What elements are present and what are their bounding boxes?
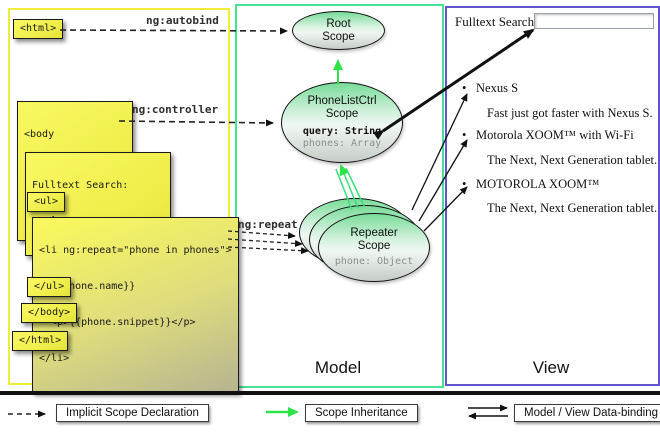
- root-scope-title-line2: Scope: [322, 30, 355, 43]
- view-item-title-nexus: •Nexus S: [462, 81, 519, 95]
- phonelistctrl-prop-phones: phones: Array: [302, 138, 382, 149]
- body-close-tag-box: </body>: [21, 303, 78, 323]
- model-column: [235, 4, 444, 388]
- view-item-desc-nexus: Fast just got faster with Nexus S.: [487, 106, 653, 120]
- view-item-title-xoom-wifi: •Motorola XOOM™ with Wi-Fi: [462, 128, 634, 142]
- view-fulltext-search-label: Fulltext Search:: [455, 14, 538, 29]
- li-code-line3: <p>{{phone.snippet}}</p>: [39, 317, 196, 328]
- repeater-prop-phone: phone: Object: [334, 256, 414, 267]
- view-item-desc-xoom: The Next, Next Generation tablet.: [487, 201, 658, 215]
- li-code-line1: <li ng:repeat="phone in phones">: [39, 245, 232, 256]
- ng-repeat-label: ng:repeat: [238, 218, 298, 231]
- model-column-label: Model: [314, 358, 362, 377]
- view-item-title-xoom: •MOTOROLA XOOM™: [462, 177, 600, 191]
- phonelistctrl-scope-ellipse: PhoneListCtrl Scope query: String phones…: [281, 82, 403, 163]
- bullet-icon: •: [462, 81, 467, 95]
- fulltext-code-line1: Fulltext Search:: [32, 180, 129, 191]
- li-code-line4: </li>: [39, 353, 70, 364]
- ul-open-tag-box: <ul>: [27, 192, 66, 212]
- root-scope-title-line1: Root: [326, 17, 351, 30]
- legend-databinding-box: Model / View Data-binding: [514, 404, 660, 422]
- repeater-title-line1: Repeater: [350, 227, 398, 239]
- html-close-tag-box: </html>: [12, 331, 69, 351]
- phonelistctrl-title-line1: PhoneListCtrl: [307, 95, 377, 107]
- ng-autobind-label: ng:autobind: [146, 14, 219, 27]
- repeater-scope-ellipse: Repeater Scope phone: Object: [318, 213, 430, 282]
- view-column: [445, 6, 660, 386]
- ul-close-tag-box: </ul>: [27, 277, 72, 297]
- body-open-line1: <body: [24, 129, 55, 140]
- repeater-title-line2: Scope: [357, 240, 391, 252]
- ng-controller-label: ng:controller: [132, 103, 219, 116]
- phonelistctrl-title-line2: Scope: [325, 108, 359, 120]
- li-code-line2: {{phone.name}}: [39, 281, 136, 292]
- html-open-tag-box: <html>: [13, 19, 64, 39]
- bullet-icon: •: [462, 177, 467, 191]
- fulltext-search-input[interactable]: [534, 13, 654, 29]
- bullet-icon: •: [462, 128, 467, 142]
- legend-separator-line: [0, 391, 660, 395]
- view-column-label: View: [532, 358, 570, 377]
- legend-implicit-scope-box: Implicit Scope Declaration: [56, 404, 209, 422]
- legend-scope-inheritance-box: Scope Inheritance: [305, 404, 418, 422]
- phonelistctrl-prop-query: query: String: [302, 126, 382, 137]
- view-item-desc-xoom-wifi: The Next, Next Generation tablet.: [487, 153, 658, 167]
- root-scope-ellipse: Root Scope: [292, 11, 385, 50]
